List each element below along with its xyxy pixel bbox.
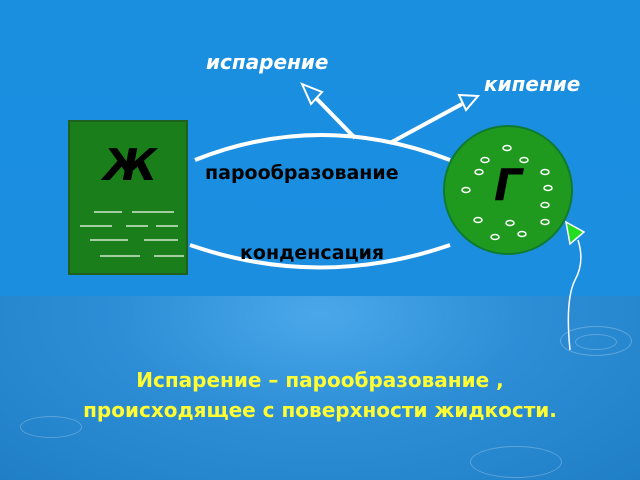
condensation-label: конденсация	[240, 242, 385, 264]
boiling-arrowhead	[457, 93, 481, 112]
condensation-arc	[189, 243, 451, 270]
gas-letter: Г	[493, 160, 523, 211]
vaporization-arc	[194, 133, 451, 162]
definition-line-2: происходящее с поверхности жидкости.	[83, 398, 557, 422]
return-arrow	[567, 239, 582, 351]
evaporation-arrow	[312, 94, 357, 140]
evaporation-arrowhead	[300, 82, 324, 106]
liquid-lines	[80, 211, 184, 257]
ripple	[560, 326, 632, 356]
definition-line-1: Испарение – парообразование ,	[136, 368, 504, 392]
return-arrowhead	[564, 220, 586, 246]
liquid-letter: Ж	[103, 140, 157, 191]
ripple	[20, 416, 82, 438]
ripple	[575, 334, 617, 350]
vaporization-label: парообразование	[205, 162, 399, 184]
evaporation-label: испарение	[206, 50, 329, 74]
liquid-box: Ж	[68, 120, 188, 275]
boiling-arrow	[389, 102, 463, 145]
ripple	[470, 446, 562, 478]
boiling-label: кипение	[484, 72, 581, 96]
water-background	[0, 296, 640, 480]
gas-molecules	[461, 144, 553, 241]
